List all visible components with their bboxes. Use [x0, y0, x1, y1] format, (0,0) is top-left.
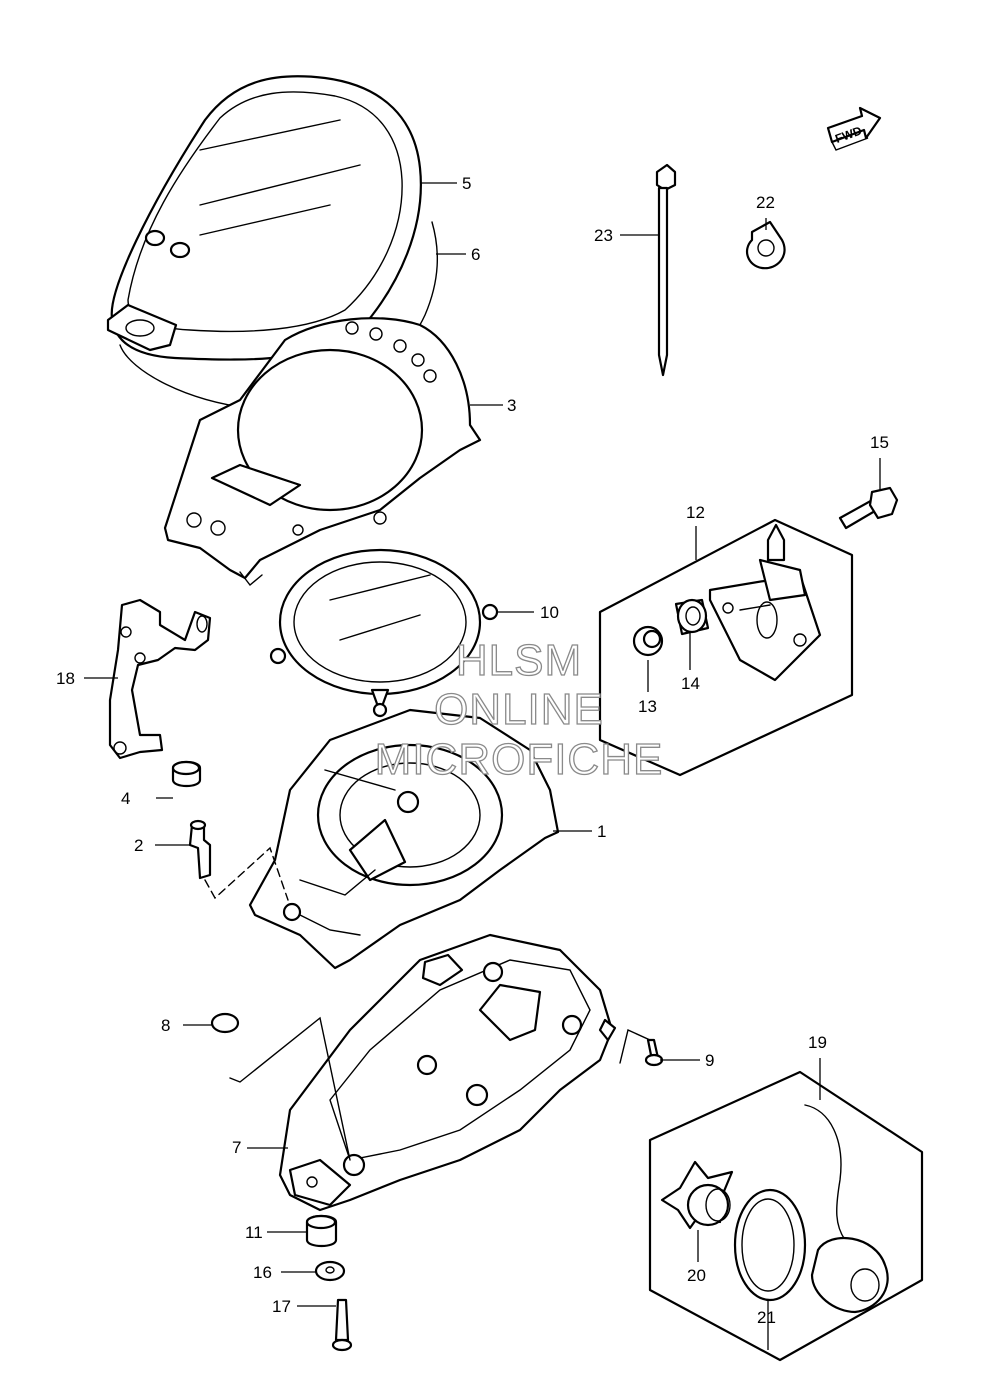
callout-19: 19: [808, 1033, 827, 1052]
callout-12: 12: [686, 503, 705, 522]
part-17-screw: [331, 1298, 353, 1352]
part-10-lens-ring: [269, 548, 499, 718]
callout-8: 8: [161, 1016, 170, 1035]
part-11-grommet: [305, 1214, 338, 1248]
callout-7: 7: [232, 1138, 241, 1157]
part-7-case-rear: [278, 933, 617, 1212]
part-22-clamp: [745, 220, 786, 270]
callout-17: 17: [272, 1297, 291, 1316]
part-15-bolt: [838, 486, 899, 530]
callout-20: 20: [687, 1266, 706, 1285]
part-9-screw: [644, 1038, 664, 1067]
callout-9: 9: [705, 1051, 714, 1070]
callout-5: 5: [462, 174, 471, 193]
part-18-bracket: [108, 598, 212, 760]
leader-2-dashed: [204, 846, 289, 901]
fwd-arrow-icon: FWD: [826, 106, 882, 151]
part-1-meter-assembly: [248, 708, 560, 970]
part-16-washer: [314, 1260, 346, 1282]
callout-11: 11: [245, 1223, 263, 1242]
watermark: HLSM ONLINE MICROFICHE: [374, 635, 664, 784]
part-5-meter-cover: [106, 75, 422, 361]
watermark-line-1: HLSM: [456, 636, 582, 685]
part-20-holder: [660, 1160, 734, 1230]
callout-2: 2: [134, 836, 143, 855]
leader-8-dashed: [229, 1016, 351, 1161]
part-3-case-front: [163, 317, 482, 587]
callout-15: 15: [870, 433, 889, 452]
callout-1: 1: [597, 822, 606, 841]
callout-10: 10: [540, 603, 559, 622]
watermark-line-3: MICROFICHE: [375, 735, 664, 784]
callout-numbers: 1 2 3 4 5 6 7 8 9 10 11 12 13 14 15 16 1…: [56, 174, 889, 1327]
leader-9-dashed: [619, 1029, 651, 1064]
callout-13: 13: [638, 697, 657, 716]
callout-16: 16: [253, 1263, 272, 1282]
callout-18: 18: [56, 669, 75, 688]
callout-6: 6: [471, 245, 480, 264]
part-13-bulb: [632, 625, 664, 657]
callout-21: 21: [757, 1308, 776, 1327]
part-12-group-box: [598, 518, 854, 777]
part-21-ring-seal: [733, 1188, 807, 1302]
leader-lines: [84, 182, 881, 1350]
part-2-pin: [188, 819, 212, 880]
part-23-cable-tie: [655, 163, 677, 377]
callout-22: 22: [756, 193, 775, 212]
part-14-socket: [674, 598, 710, 636]
part-8-plug: [210, 1012, 240, 1034]
part-4-grommet: [171, 760, 202, 788]
callout-14: 14: [681, 674, 700, 693]
watermark-line-2: ONLINE: [434, 685, 604, 734]
callout-3: 3: [507, 396, 516, 415]
callout-23: 23: [594, 226, 613, 245]
callout-4: 4: [121, 789, 130, 808]
